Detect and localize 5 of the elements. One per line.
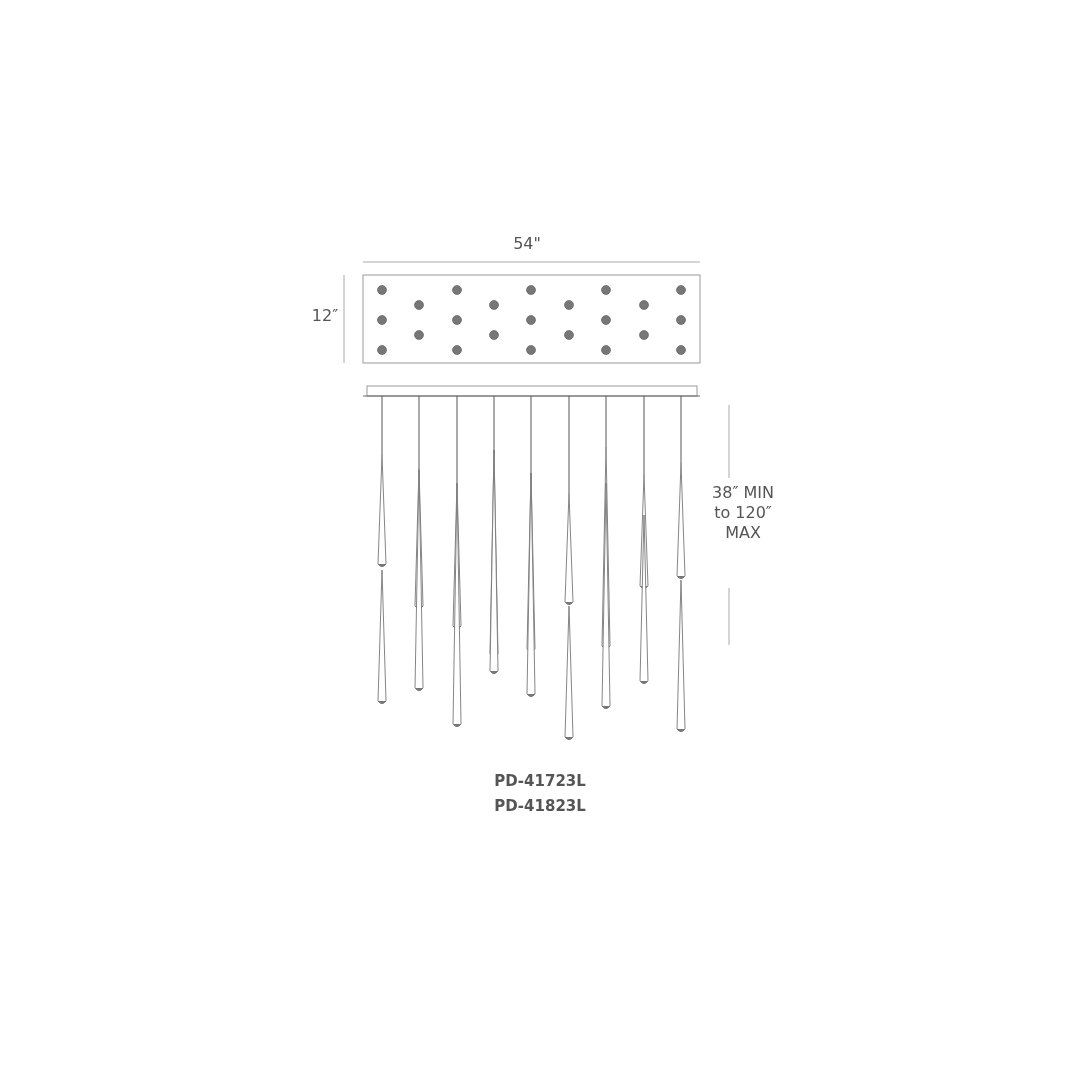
model-number: PD-41823L [493,797,587,815]
model-number: PD-41723L [493,772,587,790]
dimension-label: 54" [512,234,542,254]
dimension-label: 38″ MIN to 120″ MAX [712,483,774,543]
dimension-label: 12″ [310,306,340,326]
